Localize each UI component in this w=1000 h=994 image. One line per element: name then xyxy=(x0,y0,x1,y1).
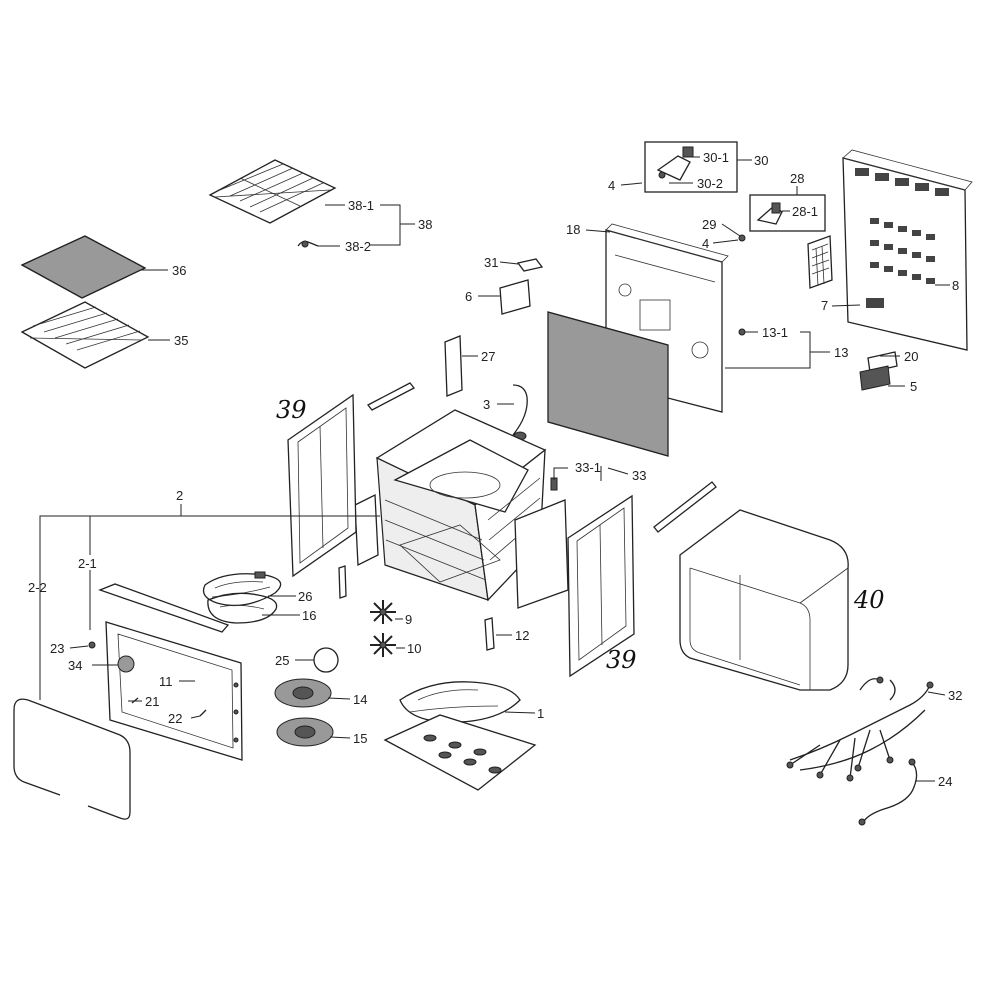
oven-bottom-tray xyxy=(383,714,537,791)
label-21: 21 xyxy=(145,694,159,709)
gasket-25 xyxy=(313,647,339,673)
label-39-right: 39 xyxy=(606,646,637,674)
label-31: 31 xyxy=(484,255,498,270)
door-frame-2-1 xyxy=(105,621,243,761)
label-24: 24 xyxy=(938,774,952,789)
part-28-assembly xyxy=(749,194,826,232)
label-12: 12 xyxy=(515,628,529,643)
door-part-22 xyxy=(199,709,207,717)
label-27: 27 xyxy=(481,349,495,364)
broil-element-26 xyxy=(202,571,282,607)
label-2: 2 xyxy=(176,488,183,503)
label-28-1: 28-1 xyxy=(792,204,818,219)
oven-rack-36 xyxy=(20,235,147,299)
duct-3 xyxy=(512,384,528,441)
label-2-1: 2-1 xyxy=(78,556,97,571)
label-13: 13 xyxy=(834,345,848,360)
label-38: 38 xyxy=(418,217,432,232)
label-33-1: 33-1 xyxy=(575,460,601,475)
label-22: 22 xyxy=(168,711,182,726)
part-29-screw xyxy=(738,234,746,242)
label-1: 1 xyxy=(537,706,544,721)
label-36: 36 xyxy=(172,263,186,278)
label-4-mid: 4 xyxy=(702,236,709,251)
label-34: 34 xyxy=(68,658,82,673)
label-14: 14 xyxy=(353,692,367,707)
part-20 xyxy=(867,351,898,373)
side-panel-right xyxy=(514,499,569,609)
label-39-left: 39 xyxy=(276,396,307,424)
label-40: 40 xyxy=(853,586,885,614)
door-gasket-2-2 xyxy=(13,698,131,820)
label-5: 5 xyxy=(910,379,917,394)
back-panel-8 xyxy=(842,149,973,351)
label-26: 26 xyxy=(298,589,312,604)
fan-blade-10 xyxy=(370,633,396,657)
label-30: 30 xyxy=(754,153,768,168)
label-16: 16 xyxy=(302,608,316,623)
label-35: 35 xyxy=(174,333,188,348)
bake-element-1 xyxy=(399,681,521,723)
insulation-13 xyxy=(547,311,669,457)
label-11: 11 xyxy=(159,674,173,689)
label-7: 7 xyxy=(821,298,828,313)
oven-rack-35 xyxy=(20,301,150,369)
duct-27 xyxy=(444,335,463,397)
part-30-assembly xyxy=(644,141,738,193)
element-16 xyxy=(207,592,278,624)
label-2-2: 2-2 xyxy=(28,580,47,595)
label-10: 10 xyxy=(407,641,421,656)
part-12 xyxy=(484,617,495,651)
label-4-top: 4 xyxy=(608,178,615,193)
oven-cavity xyxy=(375,409,547,602)
strip-right xyxy=(653,481,717,533)
screw-23 xyxy=(88,641,96,649)
wire-24 xyxy=(858,758,918,826)
label-18: 18 xyxy=(566,222,580,237)
bracket-6 xyxy=(499,279,531,315)
vent-strip xyxy=(98,583,230,633)
part-5 xyxy=(859,365,891,391)
door-glass-39-left xyxy=(287,393,357,578)
outer-cabinet-40 xyxy=(679,509,849,691)
label-28: 28 xyxy=(790,171,804,186)
oven-rack-38 xyxy=(208,159,337,224)
side-panel-left xyxy=(354,493,379,567)
part-number-labels: 30-1 30 30-2 4 28 28-1 29 4 18 8 7 31 6 … xyxy=(28,150,962,789)
label-38-1: 38-1 xyxy=(348,198,374,213)
fan-blade-9 xyxy=(370,600,396,624)
label-30-1: 30-1 xyxy=(703,150,729,165)
rack-glide-38-2 xyxy=(297,240,319,248)
label-9: 9 xyxy=(405,612,412,627)
wire-harness-32 xyxy=(786,676,934,782)
door-knob-34 xyxy=(117,655,135,673)
label-30-2: 30-2 xyxy=(697,176,723,191)
part-13-1 xyxy=(738,328,746,336)
fan-cover-15 xyxy=(276,717,334,747)
bracket-upper-small xyxy=(338,565,347,599)
label-15: 15 xyxy=(353,731,367,746)
label-25: 25 xyxy=(275,653,289,668)
label-13-1: 13-1 xyxy=(762,325,788,340)
label-23: 23 xyxy=(50,641,64,656)
label-29: 29 xyxy=(702,217,716,232)
label-6: 6 xyxy=(465,289,472,304)
label-38-2: 38-2 xyxy=(345,239,371,254)
leader-lines xyxy=(39,156,950,782)
filter-7 xyxy=(807,235,833,289)
door-glass-39-right xyxy=(567,494,635,678)
fan-cover-14 xyxy=(274,678,332,708)
part-31 xyxy=(516,258,544,272)
label-32: 32 xyxy=(948,688,962,703)
label-20: 20 xyxy=(904,349,918,364)
handwritten-labels: 39 39 40 xyxy=(276,396,885,674)
label-3: 3 xyxy=(483,397,490,412)
strip-upper-left xyxy=(366,382,416,411)
label-33: 33 xyxy=(632,468,646,483)
label-8: 8 xyxy=(952,278,959,293)
